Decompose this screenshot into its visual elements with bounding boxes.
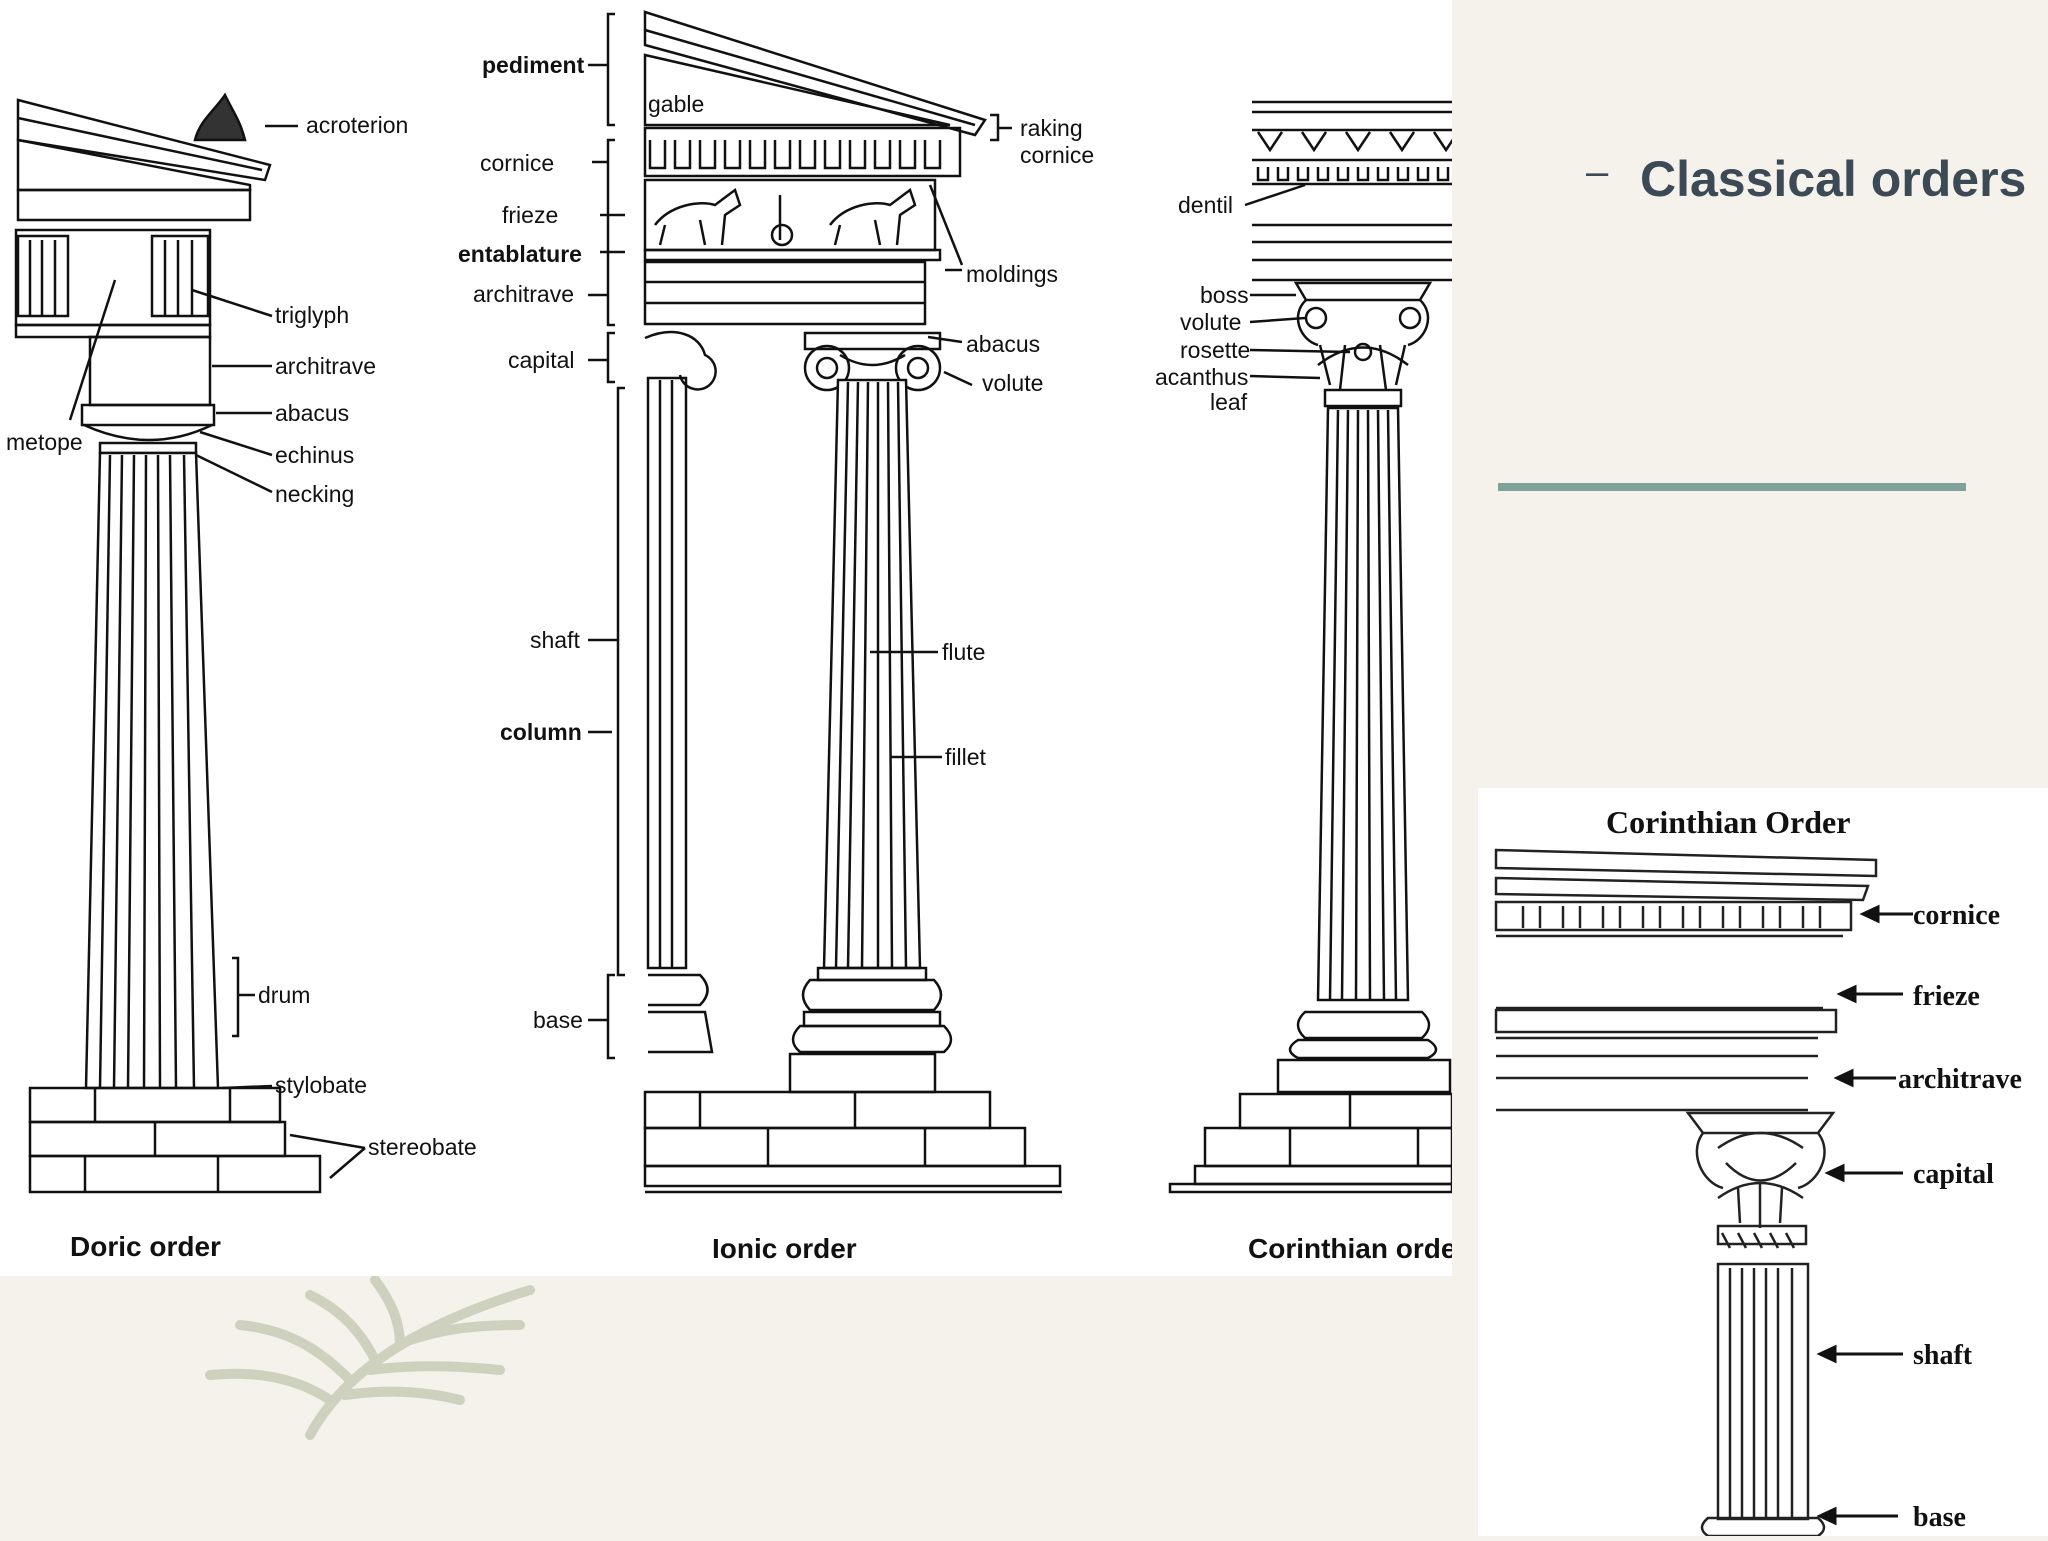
- label-gable: gable: [648, 91, 704, 117]
- corinthian-labels: dentil boss volute rosette acanthus leaf…: [1155, 192, 1456, 1264]
- label-metope: metope: [6, 429, 83, 455]
- corinthian-inset-panel: Corinthian Order c: [1478, 788, 2048, 1538]
- label-ionic-abacus: abacus: [966, 331, 1040, 357]
- label-fillet: fillet: [945, 744, 987, 770]
- caption-ionic: Ionic order: [712, 1233, 857, 1264]
- slide-title: Classical orders: [1640, 151, 2027, 207]
- label-triglyph: triglyph: [275, 302, 349, 328]
- label-dentil: dentil: [1178, 192, 1233, 218]
- label-flute: flute: [942, 639, 985, 665]
- title-divider: [1498, 483, 1966, 491]
- label-column: column: [500, 719, 582, 745]
- inset-label-frieze: frieze: [1913, 981, 1980, 1012]
- label-ionic-capital: capital: [508, 347, 574, 373]
- label-ionic-base: base: [533, 1007, 583, 1033]
- inset-label-cornice: cornice: [1913, 900, 2000, 931]
- label-corinthian-volute: volute: [1180, 309, 1241, 335]
- fern-decoration: [205, 1275, 535, 1440]
- corinthian-inset-drawing: Corinthian Order c: [1494, 804, 2022, 1538]
- inset-label-shaft: shaft: [1913, 1340, 1973, 1371]
- label-doric-architrave: architrave: [275, 353, 376, 379]
- inset-label-architrave: architrave: [1898, 1064, 2022, 1095]
- caption-doric: Doric order: [70, 1231, 221, 1262]
- ionic-labels: pediment gable raking cornice cornice fr…: [458, 52, 1094, 1264]
- label-boss: boss: [1200, 282, 1249, 308]
- doric-drawing: [14, 92, 366, 1194]
- label-necking: necking: [275, 481, 354, 507]
- label-ionic-frieze: frieze: [502, 202, 558, 228]
- label-shaft: shaft: [530, 627, 580, 653]
- inset-label-capital: capital: [1913, 1159, 1994, 1190]
- corinthian-drawing: [1168, 100, 1482, 1194]
- label-rosette: rosette: [1180, 337, 1250, 363]
- label-entablature: entablature: [458, 241, 582, 267]
- label-stylobate: stylobate: [275, 1072, 367, 1098]
- label-echinus: echinus: [275, 442, 354, 468]
- inset-label-base: base: [1913, 1502, 1966, 1533]
- caption-corinthian: Corinthian orde: [1248, 1233, 1452, 1264]
- label-doric-abacus: abacus: [275, 400, 349, 426]
- label-pediment: pediment: [482, 52, 585, 78]
- label-acroterion: acroterion: [306, 112, 408, 138]
- label-raking: raking: [1020, 115, 1083, 141]
- label-stereobate: stereobate: [368, 1134, 477, 1160]
- label-ionic-architrave: architrave: [473, 281, 574, 307]
- label-ionic-volute: volute: [982, 370, 1043, 396]
- label-moldings: moldings: [966, 261, 1058, 287]
- orders-diagram-panel: acroterion triglyph architrave abacus me…: [0, 0, 1482, 1276]
- label-drum: drum: [258, 982, 310, 1008]
- inset-title: Corinthian Order: [1606, 804, 1850, 840]
- doric-labels: acroterion triglyph architrave abacus me…: [6, 112, 477, 1262]
- orders-diagram: acroterion triglyph architrave abacus me…: [6, 10, 1482, 1264]
- label-leaf: leaf: [1210, 389, 1248, 415]
- label-ionic-cornice: cornice: [480, 150, 554, 176]
- label-raking-cornice: cornice: [1020, 142, 1094, 168]
- label-acanthus: acanthus: [1155, 364, 1248, 390]
- title-bullet-dash: –: [1586, 150, 1609, 194]
- ionic-drawing: [588, 10, 1062, 1194]
